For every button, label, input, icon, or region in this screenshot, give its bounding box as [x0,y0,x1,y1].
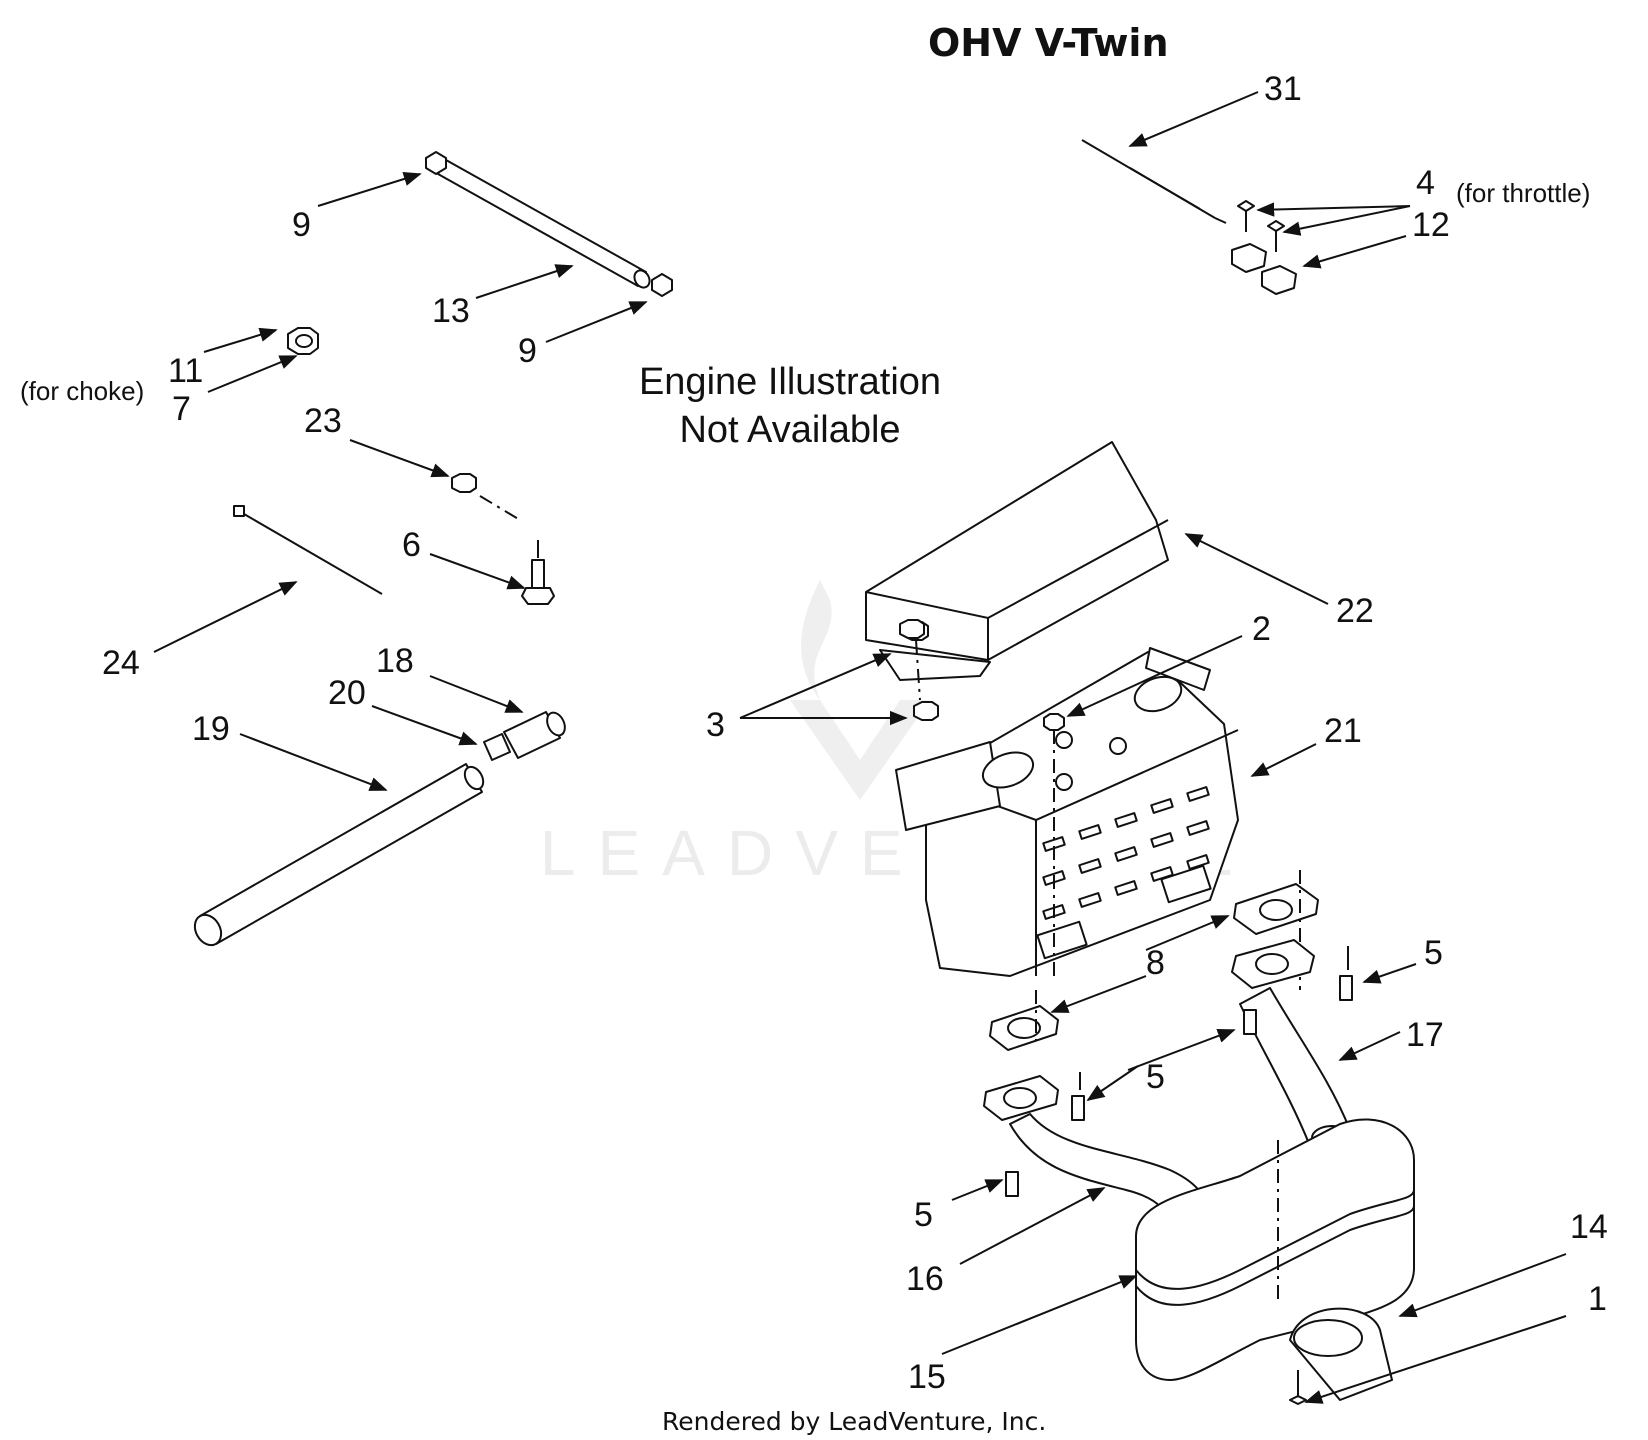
part-18-fuel-filter[interactable] [483,710,568,761]
part-23-nut[interactable] [451,473,521,521]
callout-14: 14 [1570,1208,1608,1246]
part-3-bolts[interactable] [899,619,939,721]
callout-7-note: (for choke) [20,376,144,406]
callout-20: 20 [328,674,366,712]
callout-1: 1 [1588,1280,1607,1318]
part-21-heat-shield[interactable] [895,647,1239,977]
part-24-cable-tie[interactable] [233,505,383,595]
callout-6: 6 [402,526,421,564]
part-1-screw[interactable] [1289,1370,1307,1405]
part-4-12-clips[interactable] [1231,200,1297,295]
callout-5-middle: 5 [1146,1058,1165,1096]
part-8-gaskets[interactable] [989,870,1319,1051]
part-5-bolts[interactable] [1005,946,1353,1197]
part-22-heat-shield-cover[interactable] [865,441,1169,681]
callout-22: 22 [1336,592,1374,630]
leader-lines [153,91,1567,1404]
callout-11: 11 [168,352,203,390]
part-19-hose[interactable] [190,763,487,950]
callout-9-top: 9 [292,206,311,244]
part-2-bolts[interactable] [1043,713,1065,980]
callout-19: 19 [192,710,230,748]
callout-13: 13 [432,292,470,330]
diagram-title: OHV V-Twin [928,21,1169,65]
callout-12: 12 [1412,206,1450,244]
callout-5-left: 5 [914,1196,933,1234]
callout-2: 2 [1252,610,1271,648]
callout-18: 18 [376,642,414,680]
callout-5-right: 5 [1424,934,1443,972]
callout-3: 3 [706,706,725,744]
part-13-fuel-hose[interactable] [425,151,673,297]
illustration-notice-line-1: Engine Illustration [639,361,941,403]
part-17-exhaust-pipe[interactable] [1231,939,1353,1151]
callout-labels: 31 4 (for throttle) 12 9 13 9 11 7 (for … [20,70,1608,1396]
callout-24: 24 [102,644,140,682]
callout-16: 16 [906,1260,944,1298]
callout-23: 23 [304,402,342,440]
callout-17: 17 [1406,1016,1444,1054]
callout-31: 31 [1264,70,1302,108]
part-6-bolt[interactable] [521,540,555,605]
callout-15: 15 [908,1358,946,1396]
callout-8: 8 [1146,944,1165,982]
callout-4: 4 [1416,164,1435,202]
illustration-notice-line-2: Not Available [679,409,900,451]
footer-credit: Rendered by LeadVenture, Inc. [662,1407,1046,1436]
heat-shield-vents [1042,786,1210,920]
callout-4-note: (for throttle) [1456,178,1590,208]
callout-21: 21 [1324,712,1362,750]
callout-9-bottom: 9 [518,332,537,370]
part-11-7-bushing[interactable] [287,327,319,355]
part-14-deflector[interactable] [1289,1307,1393,1401]
part-31-cable[interactable] [1081,139,1227,224]
callout-7: 7 [172,390,191,428]
